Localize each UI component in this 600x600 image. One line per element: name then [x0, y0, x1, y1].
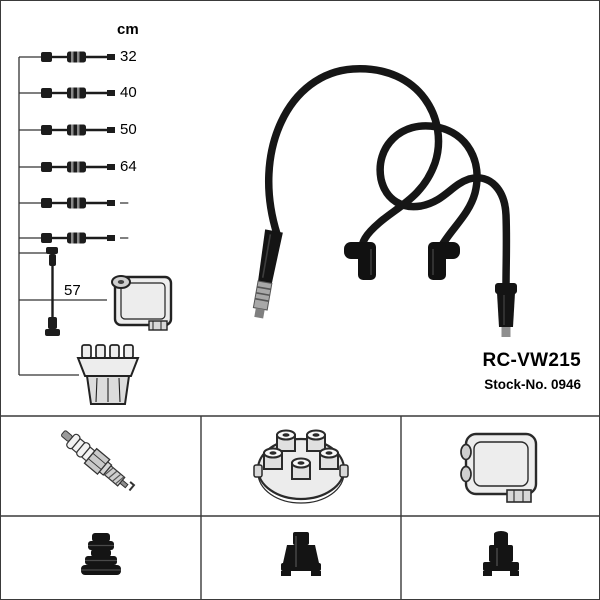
length-value-6: –: [120, 229, 129, 246]
coil-connector-icon: [483, 531, 519, 576]
straight-plug-connector: [252, 229, 283, 319]
rubber-boot-icon: [81, 533, 121, 575]
stock-number: Stock-No. 0946: [484, 377, 581, 392]
vertical-cable: [45, 247, 60, 336]
distributor-cap-top-icon: [253, 429, 349, 504]
length-value-2: 40: [120, 84, 137, 101]
ignition-coil-large-icon: [460, 432, 538, 503]
length-value-5: –: [120, 194, 129, 211]
length-value-3: 50: [120, 121, 137, 138]
length-diagram: [17, 50, 173, 405]
angle-boot-left: [344, 242, 376, 280]
grid-lines: [1, 415, 599, 599]
vertical-length-value: 57: [64, 282, 81, 299]
product-code: RC-VW215: [482, 350, 581, 371]
product-info: RC-VW215 Stock-No. 0946: [483, 350, 581, 392]
straight-boot-right: [495, 283, 517, 337]
length-value-4: 64: [120, 158, 137, 175]
plug-connector-icon: [281, 532, 321, 576]
length-value-1: 32: [120, 48, 137, 65]
spark-plug-icon: [61, 430, 136, 492]
angle-boot-right: [428, 242, 460, 280]
distributor-cap-side-icon: [76, 344, 140, 405]
cable-set-photo: [252, 65, 517, 337]
unit-label: cm: [117, 21, 139, 38]
ignition-coil-icon: [111, 275, 173, 331]
